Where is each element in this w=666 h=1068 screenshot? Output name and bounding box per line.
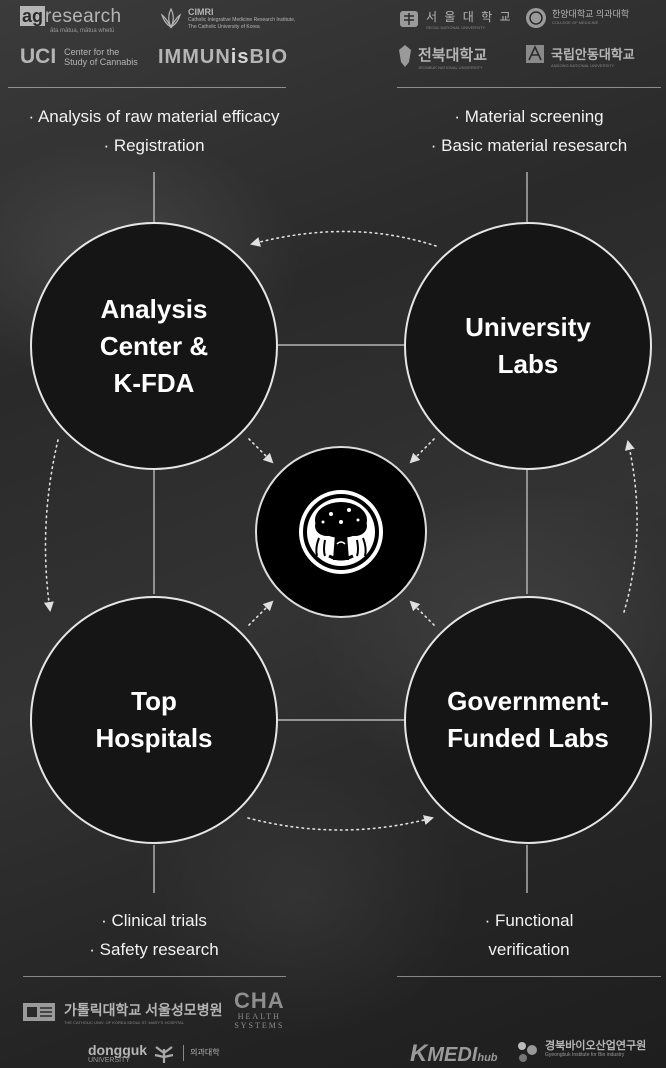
caption-top-hospitals: · Clinical trials · Safety research (0, 906, 308, 964)
hanyang-sub: COLLEGE OF MEDICINE (552, 20, 599, 25)
cimr-logo: CIMRI Catholic Integrative Medicine Rese… (158, 7, 295, 31)
caption-line: · Safety research (89, 940, 219, 959)
node-label-line: Analysis (100, 293, 208, 324)
arrow-hospitals-to-government (247, 815, 434, 831)
node-label-line: K-FDA (113, 367, 195, 398)
node-label-line: Top (131, 686, 177, 716)
kmedihub-logo: KMEDIhub (410, 1040, 498, 1068)
node-label-line: Funded Labs (447, 723, 609, 753)
node-label: Analysis Center & K-FDA (100, 291, 208, 402)
andong-sub: ANDONG NATIONAL UNIVERSITY (551, 63, 615, 68)
jeonbuk-name: 전북대학교 (418, 47, 488, 64)
caption-line: · Clinical trials (101, 911, 207, 930)
jeonbuk-emblem-icon (399, 45, 411, 67)
catholic-hospital-logo: 가톨릭대학교 서울성모병원 THE CATHOLIC UNIV. OF KORE… (22, 1000, 222, 1025)
gib-name: 경북바이오산업연구원 (545, 1040, 647, 1052)
kmedi-medi: MEDI (427, 1044, 478, 1066)
uci-sub1: Center for the (64, 47, 120, 57)
dongguk-sub: UNIVERSITY (88, 1057, 131, 1064)
cha-sub2: SYSTEMS (234, 1021, 285, 1030)
snu-sub: SEOUL NATIONAL UNIVERSITY (426, 25, 486, 30)
snu-logo: 서 울 대 학 교 SEOUL NATIONAL UNIVERSITY (398, 8, 513, 30)
cimr-line1: Catholic Integrative Medicine Research I… (188, 17, 296, 23)
arrow-university-to-analysis (250, 230, 437, 247)
cimr-line2: The Catholic University of Korea (188, 24, 260, 30)
arrow-university-to-center (409, 438, 435, 464)
kmedi-hub: hub (477, 1052, 498, 1064)
divider-top-right (397, 87, 661, 88)
lotus-icon (160, 7, 182, 29)
agresearch-tagline: āta mātua, mātua whetū (50, 28, 115, 34)
arrow-analysis-to-hospitals (43, 439, 59, 612)
immunity-a: IMMUN (158, 46, 231, 68)
node-analysis-center[interactable]: Analysis Center & K-FDA (30, 222, 278, 470)
tree-emblem-icon (299, 490, 383, 574)
jeonbuk-logo: 전북대학교 JEONBUK NATIONAL UNIVERSITY (398, 44, 487, 70)
arrow-government-to-center (409, 600, 435, 626)
hanyang-logo: 한양대학교 의과대학 COLLEGE OF MEDICINE (525, 7, 629, 29)
node-label-line: Hospitals (95, 723, 213, 753)
node-label-line: Government- (447, 686, 609, 716)
gib-sub: Gyeongbuk Institute for Bio industry (545, 1052, 625, 1058)
arrow-analysis-to-center (248, 438, 274, 464)
snu-name: 서 울 대 학 교 (426, 10, 513, 24)
caption-line: · Functional (484, 911, 574, 930)
jeonbuk-sub: JEONBUK NATIONAL UNIVERSITY (418, 65, 483, 70)
node-label: Government- Funded Labs (447, 683, 609, 757)
caption-university-labs: · Material screening · Basic material re… (400, 102, 658, 160)
catholic-sub: THE CATHOLIC UNIV. OF KOREA SEOUL ST. MA… (64, 1020, 185, 1025)
snu-emblem-icon (400, 11, 418, 27)
immunity-c: BIO (249, 46, 289, 68)
cimr-name: CIMRI (188, 7, 214, 17)
uci-name: UCI (20, 45, 57, 68)
divider-top-left (8, 87, 286, 88)
gib-emblem-icon (518, 1042, 537, 1062)
cha-name: CHA (234, 988, 285, 1013)
caption-government-labs: · Functional verification (400, 906, 658, 964)
node-government-labs[interactable]: Government- Funded Labs (404, 596, 652, 844)
divider-bottom-right (397, 976, 661, 977)
catholic-emblem-icon (23, 1003, 55, 1021)
immunity-b: is (230, 46, 250, 68)
node-label-line: University (465, 312, 591, 342)
dongguk-college: 의과대학 (190, 1048, 220, 1057)
hanyang-emblem-icon (526, 8, 546, 28)
dongguk-logo: dongguk UNIVERSITY 의과대학 (88, 1043, 220, 1065)
node-label: Top Hospitals (95, 683, 212, 757)
hanyang-name: 한양대학교 의과대학 (552, 9, 630, 19)
uci-sub2: Study of Cannabis (64, 57, 138, 67)
caption-line: verification (488, 940, 570, 959)
andong-name: 국립안동대학교 (551, 47, 635, 62)
catholic-name: 가톨릭대학교 서울성모병원 (64, 1002, 223, 1018)
node-label: University Labs (465, 309, 591, 383)
gib-logo: 경북바이오산업연구원 Gyeongbuk Institute for Bio i… (515, 1040, 646, 1064)
caption-line: · Analysis of raw material efficacy (28, 107, 280, 126)
caption-line: · Registration (103, 136, 205, 155)
uci-logo: UCI Center for the Study of Cannabis (20, 45, 138, 69)
center-emblem (255, 446, 427, 618)
agresearch-word: research (45, 6, 122, 27)
caption-analysis-center: · Analysis of raw material efficacy · Re… (0, 102, 308, 160)
caption-line: · Basic material resesarch (430, 136, 628, 155)
node-label-line: Center & (99, 330, 209, 361)
andong-emblem-icon (526, 45, 544, 63)
andong-logo: 국립안동대학교 ANDONG NATIONAL UNIVERSITY (525, 44, 635, 68)
arrow-government-to-university (623, 440, 638, 613)
node-university-labs[interactable]: University Labs (404, 222, 652, 470)
dongguk-name: dongguk (88, 1042, 148, 1058)
agresearch-ag: ag (20, 6, 46, 26)
dongguk-emblem-icon (154, 1046, 174, 1063)
divider-bottom-left (23, 976, 286, 977)
node-top-hospitals[interactable]: Top Hospitals (30, 596, 278, 844)
cha-sub1: HEALTH (237, 1012, 281, 1021)
dongguk-divider (183, 1045, 185, 1061)
kmedi-k: K (410, 1040, 428, 1067)
immunitybio-logo: IMMUNisBIO (158, 46, 288, 69)
caption-line: · Material screening (454, 107, 604, 126)
arrow-hospitals-to-center (248, 600, 274, 626)
cha-logo: CHA HEALTH SYSTEMS (234, 988, 285, 1031)
node-label-line: Labs (497, 349, 559, 379)
